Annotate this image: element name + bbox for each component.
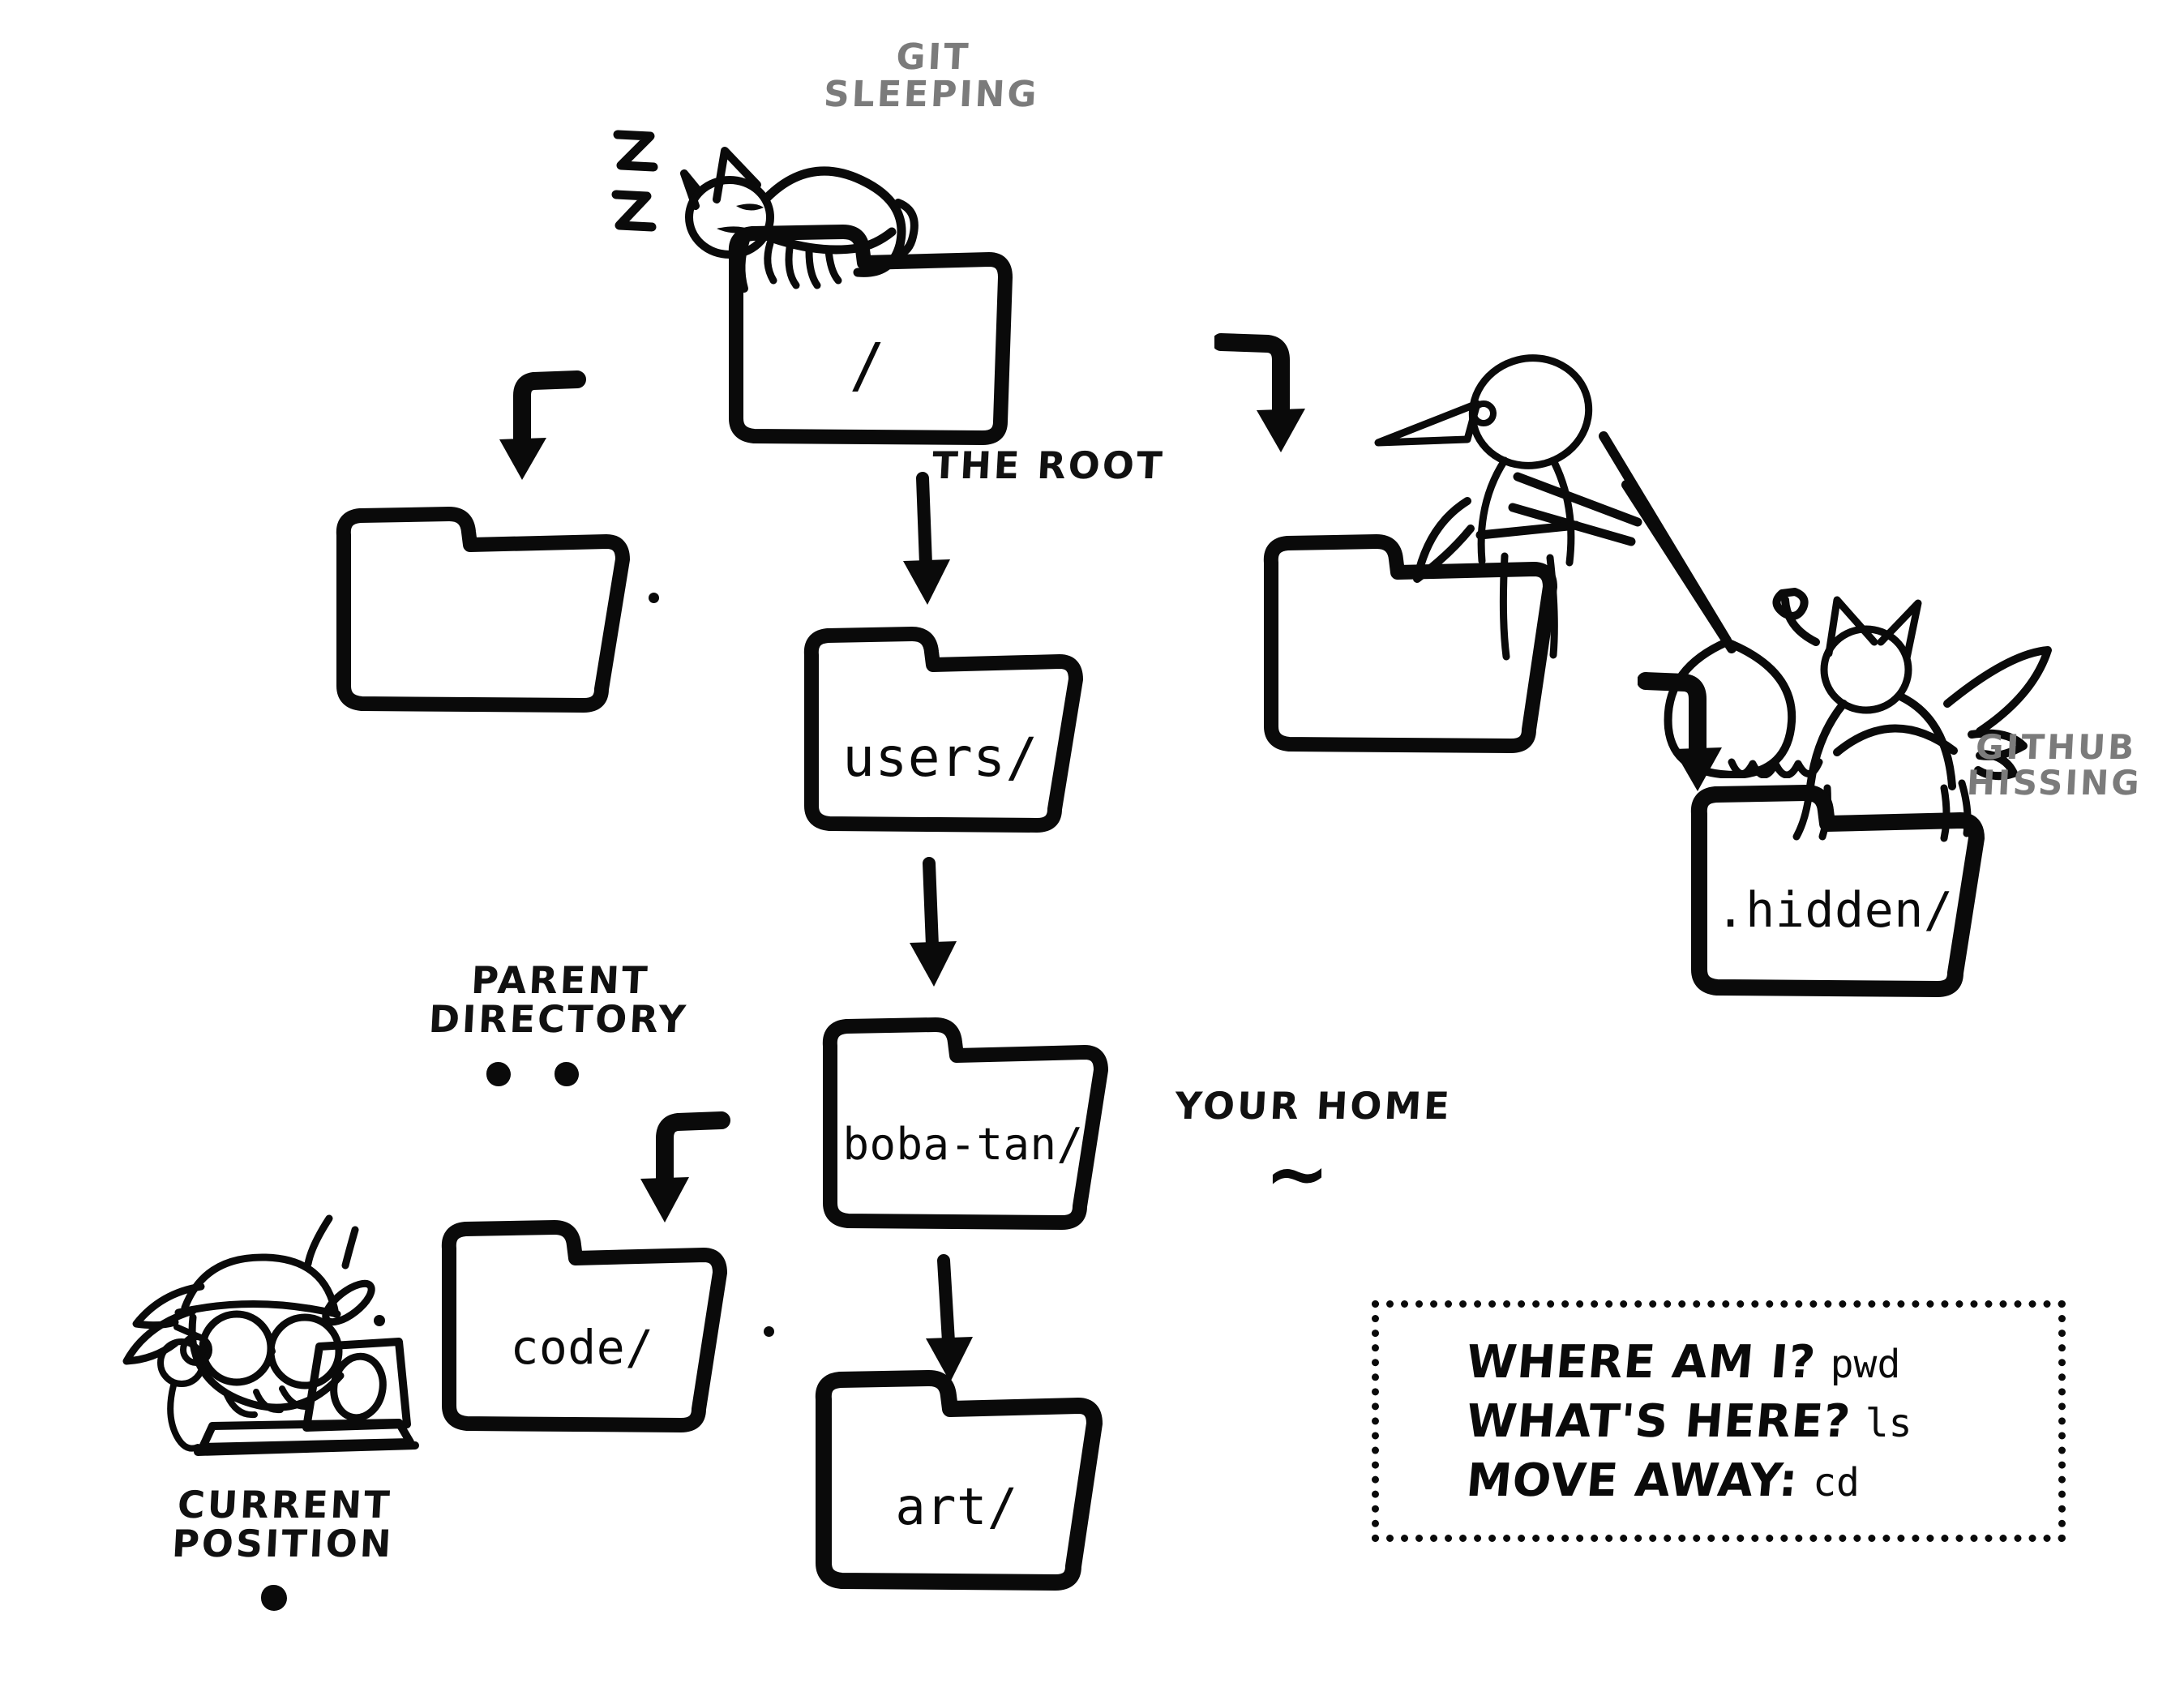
command-legend-box: WHERE AM I? pwd WHAT'S HERE? ls MOVE AWA… <box>1372 1300 2066 1542</box>
label-parent-directory: PARENT DIRECTORY <box>427 958 689 1042</box>
home-tilde-glyph: ~ <box>1264 1128 1330 1219</box>
folder-art[interactable]: art/ <box>811 1364 1103 1599</box>
current-position-dot <box>261 1585 287 1611</box>
folder-boba-tan[interactable]: boba-tan/ <box>817 1012 1109 1239</box>
sleep-z-marks <box>608 120 730 253</box>
folder-root[interactable]: / <box>722 217 1013 452</box>
folder-unlabeled-left[interactable] <box>331 501 631 720</box>
legend-command-pwd: pwd <box>1830 1341 1901 1387</box>
dot-1 <box>486 1062 511 1086</box>
folder-hidden[interactable]: .hidden/ <box>1685 778 1985 1005</box>
legend-question-ls: WHAT'S HERE? <box>1464 1394 1853 1448</box>
folder-code[interactable]: code/ <box>436 1214 728 1441</box>
legend-question-pwd: WHERE AM I? <box>1464 1335 1818 1389</box>
hissing-octocat-doodle <box>1759 584 2100 879</box>
arrow-root-to-right-folder <box>1212 324 1368 490</box>
label-current-position: CURRENT POSITION <box>170 1483 395 1566</box>
person-at-laptop-doodle <box>97 1212 438 1483</box>
arrow-users-to-bobatan <box>892 855 989 1004</box>
legend-row-pwd: WHERE AM I? pwd <box>1464 1335 2058 1389</box>
folder-unlabeled-right[interactable] <box>1258 527 1558 762</box>
arrow-bobatan-to-art <box>908 1253 1005 1402</box>
legend-row-cd: MOVE AWAY: cd <box>1464 1454 2058 1507</box>
legend-row-ls: WHAT'S HERE? ls <box>1464 1394 2058 1448</box>
arrow-root-to-users <box>884 470 981 619</box>
bird-with-broom-doodle <box>1346 324 1848 781</box>
legend-command-ls: ls <box>1865 1400 1912 1446</box>
folder-users[interactable]: users/ <box>799 623 1083 841</box>
legend-command-cd: cd <box>1813 1459 1860 1505</box>
arrow-root-to-left-folder <box>486 357 632 498</box>
period-mark-code-folder <box>764 1326 774 1337</box>
dot-2 <box>555 1062 579 1086</box>
legend-question-cd: MOVE AWAY: <box>1464 1454 1801 1507</box>
arrow-to-hidden-folder <box>1637 665 1759 822</box>
label-git-sleeping: GIT SLEEPING <box>822 36 1040 116</box>
arrow-to-code-folder <box>632 1111 770 1260</box>
period-mark-left-folder <box>649 593 659 603</box>
label-your-home: YOUR HOME <box>1173 1084 1454 1128</box>
